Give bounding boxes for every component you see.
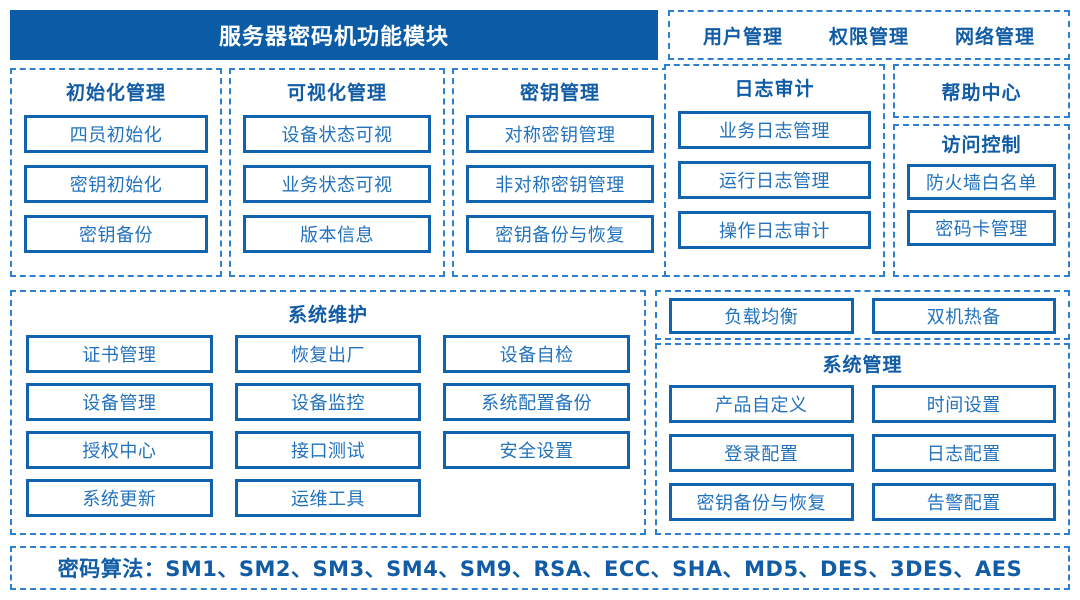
nav-item-user-management[interactable]: 用户管理 xyxy=(702,25,783,48)
item-login-config[interactable]: 登录配置 xyxy=(669,434,854,472)
item-system-config-backup[interactable]: 系统配置备份 xyxy=(443,383,630,421)
item-business-log-management[interactable]: 业务日志管理 xyxy=(678,111,871,149)
item-key-backup-restore-sys[interactable]: 密钥备份与恢复 xyxy=(669,483,854,521)
top-nav-group: 用户管理 权限管理 网络管理 xyxy=(668,10,1070,60)
group-initialization-management: 初始化管理 四员初始化 密钥初始化 密钥备份 xyxy=(10,68,222,277)
group-help-center[interactable]: 帮助中心 xyxy=(893,64,1070,118)
grid-spacer xyxy=(443,479,630,517)
page-title: 服务器密码机功能模块 xyxy=(10,10,658,60)
group-visualization-management: 可视化管理 设备状态可视 业务状态可视 版本信息 xyxy=(229,68,445,277)
item-symmetric-key-management[interactable]: 对称密钥管理 xyxy=(466,115,654,153)
group-title-key-management: 密钥管理 xyxy=(519,82,600,104)
item-key-init[interactable]: 密钥初始化 xyxy=(24,165,208,203)
group-title-log-audit: 日志审计 xyxy=(734,78,815,100)
group-key-management: 密钥管理 对称密钥管理 非对称密钥管理 密钥备份与恢复 xyxy=(452,68,668,277)
item-crypto-card-management[interactable]: 密码卡管理 xyxy=(907,210,1056,246)
item-version-info[interactable]: 版本信息 xyxy=(243,215,431,253)
item-ops-tools[interactable]: 运维工具 xyxy=(234,479,422,517)
item-device-self-check[interactable]: 设备自检 xyxy=(443,335,630,373)
item-authorization-center[interactable]: 授权中心 xyxy=(26,431,213,469)
group-title-access-control: 访问控制 xyxy=(941,134,1022,156)
nav-item-permission-management[interactable]: 权限管理 xyxy=(828,25,909,48)
footer-algorithms: 密码算法：SM1、SM2、SM3、SM4、SM9、RSA、ECC、SHA、MD5… xyxy=(10,546,1070,590)
item-system-update[interactable]: 系统更新 xyxy=(26,479,213,517)
item-product-customization[interactable]: 产品自定义 xyxy=(669,385,854,423)
item-certificate-management[interactable]: 证书管理 xyxy=(26,335,213,373)
group-title-system-maintenance: 系统维护 xyxy=(287,304,368,326)
nav-item-network-management[interactable]: 网络管理 xyxy=(954,25,1035,48)
item-four-member-init[interactable]: 四员初始化 xyxy=(24,115,208,153)
item-operation-log-audit[interactable]: 操作日志审计 xyxy=(678,211,871,249)
group-log-audit: 日志审计 业务日志管理 运行日志管理 操作日志审计 xyxy=(664,64,885,277)
group-system-management: 系统管理 产品自定义 时间设置 登录配置 日志配置 密钥备份与恢复 告警配置 xyxy=(655,343,1070,535)
item-device-monitoring[interactable]: 设备监控 xyxy=(234,383,422,421)
group-title-visualization: 可视化管理 xyxy=(286,82,387,104)
footer-algorithms-text: 密码算法：SM1、SM2、SM3、SM4、SM9、RSA、ECC、SHA、MD5… xyxy=(57,557,1023,581)
group-title-initialization: 初始化管理 xyxy=(65,82,166,104)
item-load-balancing[interactable]: 负载均衡 xyxy=(669,298,854,334)
group-high-availability: 负载均衡 双机热备 xyxy=(655,290,1070,340)
item-runtime-log-management[interactable]: 运行日志管理 xyxy=(678,161,871,199)
item-log-config[interactable]: 日志配置 xyxy=(871,434,1056,472)
item-key-backup[interactable]: 密钥备份 xyxy=(24,215,208,253)
help-center-label: 帮助中心 xyxy=(941,81,1022,104)
item-device-status-visible[interactable]: 设备状态可视 xyxy=(243,115,431,153)
item-security-settings[interactable]: 安全设置 xyxy=(443,431,630,469)
system-maintenance-grid: 证书管理 恢复出厂 设备自检 设备管理 设备监控 系统配置备份 授权中心 接口测… xyxy=(26,335,630,517)
item-alarm-config[interactable]: 告警配置 xyxy=(871,483,1056,521)
item-factory-reset[interactable]: 恢复出厂 xyxy=(234,335,422,373)
item-interface-test[interactable]: 接口测试 xyxy=(234,431,422,469)
item-time-settings[interactable]: 时间设置 xyxy=(871,385,1056,423)
item-device-management[interactable]: 设备管理 xyxy=(26,383,213,421)
group-system-maintenance: 系统维护 证书管理 恢复出厂 设备自检 设备管理 设备监控 系统配置备份 授权中… xyxy=(10,290,646,535)
item-dual-machine-hot-standby[interactable]: 双机热备 xyxy=(871,298,1056,334)
group-title-system-management: 系统管理 xyxy=(822,354,903,376)
system-management-grid: 产品自定义 时间设置 登录配置 日志配置 密钥备份与恢复 告警配置 xyxy=(669,385,1056,521)
group-access-control: 访问控制 防火墙白名单 密码卡管理 xyxy=(893,124,1070,277)
item-key-backup-restore[interactable]: 密钥备份与恢复 xyxy=(466,215,654,253)
item-business-status-visible[interactable]: 业务状态可视 xyxy=(243,165,431,203)
item-asymmetric-key-management[interactable]: 非对称密钥管理 xyxy=(466,165,654,203)
item-firewall-whitelist[interactable]: 防火墙白名单 xyxy=(907,164,1056,200)
